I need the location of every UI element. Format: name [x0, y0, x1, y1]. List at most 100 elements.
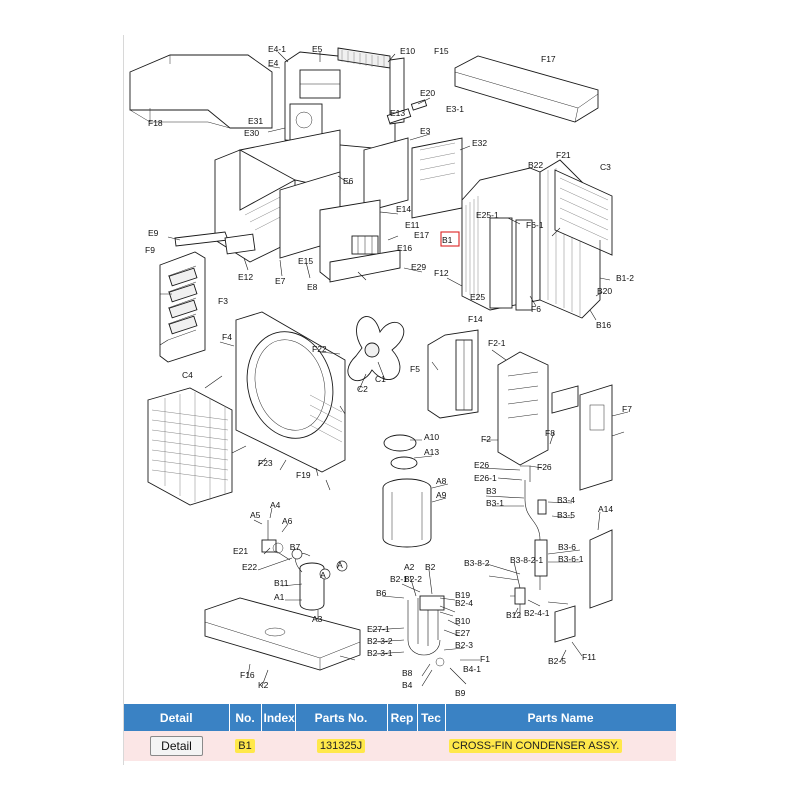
callout-c3: C3 — [600, 162, 611, 172]
callout-b2-2: B2-2 — [404, 574, 422, 584]
parts-name-value: CROSS-FIN CONDENSER ASSY. — [449, 739, 623, 753]
callout-b2-1: B2-1 — [390, 574, 408, 584]
col-header-detail: Detail — [124, 704, 230, 731]
callout-f6: F6 — [531, 304, 541, 314]
callout-a10: A10 — [424, 432, 439, 442]
callout-e5: E5 — [312, 44, 323, 54]
callout-f6-1: F6-1 — [526, 220, 544, 230]
callout-f22: F22 — [312, 344, 327, 354]
callout-c2: C2 — [357, 384, 368, 394]
callout-e32: E32 — [472, 138, 487, 148]
top-panel-f17 — [454, 55, 599, 123]
callout-f19: F19 — [296, 470, 311, 480]
front-panel-f4 — [235, 311, 346, 473]
fan-propeller-c1 — [347, 316, 405, 381]
callout-e15: E15 — [298, 256, 313, 266]
callout-a8: A8 — [436, 476, 447, 486]
table-row: Detail B1 131325J CROSS-FIN CONDENSER AS… — [124, 731, 676, 761]
cell-index — [261, 731, 295, 761]
col-header-no: No. — [229, 704, 262, 731]
callout-e13: E13 — [390, 108, 405, 118]
callout-b12: B12 — [506, 610, 521, 620]
callout-e4-1: E4-1 — [268, 44, 286, 54]
partition-f5 — [427, 329, 479, 419]
callout-e12: E12 — [238, 272, 253, 282]
callout-a1: A1 — [274, 592, 285, 602]
callout-e26-1: E26-1 — [474, 473, 497, 483]
top-cover-panel-f18 — [129, 54, 273, 129]
callout-c1: C1 — [375, 374, 386, 384]
callout-b1: B1 — [442, 235, 453, 245]
callout-f21: F21 — [556, 150, 571, 160]
callout-f4: F4 — [222, 332, 232, 342]
side-panel-f3 — [159, 251, 206, 363]
col-header-parts-name: Parts Name — [445, 704, 677, 731]
leader-lines — [159, 51, 629, 687]
callout-e14: E14 — [396, 204, 411, 214]
callout-a6: A6 — [282, 516, 293, 526]
callout-f15: F15 — [434, 46, 449, 56]
catalog-frame — [123, 35, 677, 765]
callout-b2-4: B2-4 — [455, 598, 473, 608]
col-header-index: Index — [261, 704, 296, 731]
callout-b20: B20 — [597, 286, 612, 296]
callout-e11: E11 — [405, 220, 420, 230]
control-box-upper — [284, 47, 405, 151]
callout-b10: B10 — [455, 616, 470, 626]
callout-e26: E26 — [474, 460, 489, 470]
callout-f5: F5 — [410, 364, 420, 374]
callout-a: A — [337, 560, 343, 570]
callout-b8: B8 — [402, 668, 413, 678]
circle-marker-a — [319, 568, 331, 580]
callout-f7: F7 — [622, 404, 632, 414]
callout-f11: F11 — [582, 652, 596, 662]
callout-e8: E8 — [307, 282, 318, 292]
callout-a4: A4 — [270, 500, 281, 510]
callout-b2-3-1: B2-3-1 — [367, 648, 393, 658]
callout-f8: F8 — [545, 428, 555, 438]
parts-table-header-row: Detail No. Index Parts No. Rep Tec Parts… — [124, 704, 677, 731]
callout-f12: F12 — [434, 268, 449, 278]
callout-f18: F18 — [148, 118, 163, 128]
callout-b2: B2 — [425, 562, 436, 572]
callout-a2: A2 — [404, 562, 415, 572]
bracket-f11 — [554, 605, 576, 643]
bracket-f8 — [551, 385, 579, 414]
detail-button[interactable]: Detail — [150, 736, 203, 756]
base-pan-f1 — [204, 597, 361, 671]
callout-a9: A9 — [436, 490, 447, 500]
callout-b3-4: B3-4 — [557, 495, 575, 505]
fan-grille-c4 — [147, 387, 233, 506]
callout-f17: F17 — [541, 54, 556, 64]
callout-b3-1: B3-1 — [486, 498, 504, 508]
callout-b1-2: B1-2 — [616, 273, 634, 283]
cell-parts-no: 131325J — [295, 731, 387, 761]
highlight-box-b1 — [440, 231, 460, 247]
callout-e31: E31 — [248, 116, 263, 126]
callout-a: A — [320, 570, 326, 580]
callout-b2-5: B2-5 — [548, 656, 566, 666]
callout-b2-3-2: B2-3-2 — [367, 636, 393, 646]
callout-b7: B7 — [290, 542, 301, 552]
cap-a10 — [383, 434, 417, 452]
pcb-boards — [363, 99, 463, 219]
circle-marker-a — [291, 548, 303, 560]
cell-parts-name: CROSS-FIN CONDENSER ASSY. — [445, 731, 676, 761]
callout-f16: F16 — [240, 670, 255, 680]
callout-e25: E25 — [470, 292, 485, 302]
accumulator-a9 — [382, 478, 432, 548]
callout-b19: B19 — [455, 590, 470, 600]
callout-f23: F23 — [258, 458, 273, 468]
callout-f26: F26 — [537, 462, 552, 472]
callout-e27: E27 — [455, 628, 470, 638]
callout-b16: B16 — [596, 320, 611, 330]
part-number-badge: B1 — [235, 739, 255, 753]
callout-e16: E16 — [397, 243, 412, 253]
callout-f9: F9 — [145, 245, 155, 255]
circle-marker-f — [336, 560, 348, 572]
service-panel-f7 — [579, 384, 613, 491]
cap-a13 — [390, 456, 418, 470]
callout-f14: F14 — [468, 314, 483, 324]
callout-f3: F3 — [218, 296, 228, 306]
